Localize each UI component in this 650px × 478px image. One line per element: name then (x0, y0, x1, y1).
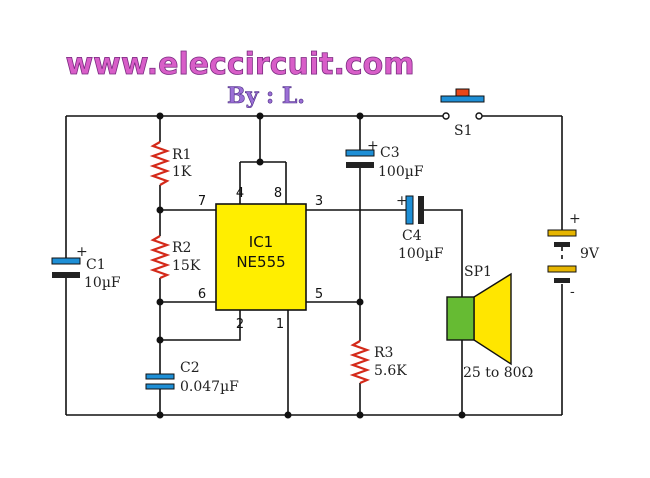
s1-ref: S1 (454, 123, 473, 139)
battery-cell-1-negative (554, 242, 570, 247)
resistor-r3: R3 5.6K (349, 340, 407, 385)
c2-ref: C2 (180, 360, 200, 376)
c3-plate-negative (346, 162, 374, 168)
c4-plate-positive (405, 195, 414, 225)
battery-plus: + (569, 211, 581, 227)
speaker-magnet (446, 296, 475, 341)
r3-value: 5.6K (374, 363, 407, 379)
capacitor-c4: + C4 100µF (396, 193, 444, 262)
c3-value: 100µF (378, 164, 424, 180)
site-url: www.eleccircuit.com (65, 47, 414, 82)
c3-plate-positive (345, 149, 375, 157)
c2-plate-bottom (145, 383, 175, 390)
pin-3-label: 3 (315, 194, 323, 209)
c3-polarity: + (367, 138, 379, 154)
ic1-ref: IC1 (249, 233, 273, 251)
r3-ref: R3 (374, 345, 393, 361)
battery-cell-2-positive (547, 265, 577, 273)
battery-9v: + 9V - (547, 211, 600, 300)
author-credit: By : L. (227, 83, 305, 109)
pin-1-label: 1 (276, 317, 284, 332)
resistor-r2: R2 15K (149, 235, 201, 280)
capacitor-c3: + C3 100µF (345, 138, 424, 180)
resistor-r2-zigzag (149, 235, 171, 280)
c1-plate-negative (52, 272, 80, 278)
c4-value: 100µF (398, 246, 444, 262)
capacitor-c2: C2 0.047µF (145, 360, 239, 395)
s1-button-cap (455, 88, 470, 97)
c4-polarity: + (396, 193, 408, 209)
wires (65, 115, 563, 416)
resistor-r3-zigzag (349, 340, 371, 385)
r1-ref: R1 (172, 147, 191, 163)
c4-ref: C4 (402, 228, 422, 244)
battery-minus: - (570, 284, 575, 300)
r1-value: 1K (172, 164, 192, 180)
c1-plate-positive (51, 257, 81, 265)
sp1-value: 25 to 80Ω (463, 365, 533, 381)
s1-pushbar (440, 95, 485, 103)
c1-ref: C1 (86, 257, 106, 273)
ic1-body (215, 203, 307, 311)
ic1-part: NE555 (236, 253, 285, 271)
c1-polarity: + (76, 244, 88, 260)
pin-7-label: 7 (198, 194, 206, 209)
battery-cell-2-negative (554, 278, 570, 283)
pin-2-label: 2 (236, 317, 244, 332)
battery-value: 9V (580, 246, 600, 262)
capacitor-c1: + C1 10µF (51, 244, 121, 291)
c3-ref: C3 (380, 145, 400, 161)
ic1-ne555: IC1 NE555 4 8 7 3 6 5 2 1 (198, 186, 323, 332)
r2-ref: R2 (172, 240, 191, 256)
pin-4-label: 4 (236, 186, 244, 201)
pin-8-label: 8 (274, 186, 282, 201)
r2-value: 15K (172, 258, 201, 274)
switch-s1: S1 (440, 88, 485, 139)
c4-plate-negative (418, 196, 424, 224)
resistor-r1-zigzag (149, 141, 171, 186)
sp1-ref: SP1 (464, 264, 492, 280)
pin-6-label: 6 (198, 287, 206, 302)
c2-value: 0.047µF (180, 379, 239, 395)
speaker-sp1: SP1 25 to 80Ω (446, 264, 533, 381)
junctions (156, 112, 466, 419)
battery-cell-1-positive (547, 229, 577, 237)
resistor-r1: R1 1K (149, 141, 192, 186)
speaker-cone (473, 272, 512, 366)
pin-5-label: 5 (315, 287, 323, 302)
c2-plate-top (145, 373, 175, 380)
c1-value: 10µF (84, 275, 121, 291)
